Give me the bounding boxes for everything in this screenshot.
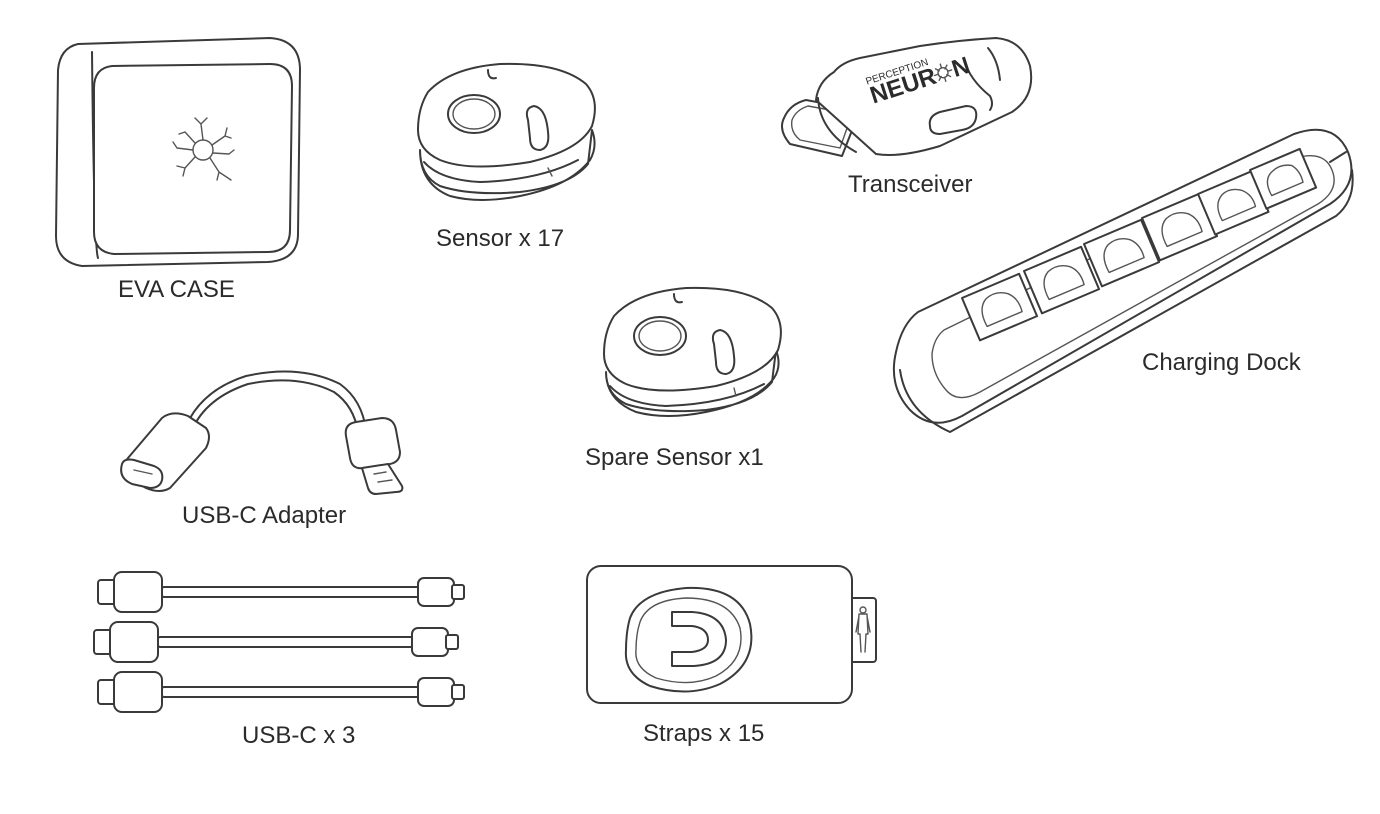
dock-slot [961,272,1039,342]
straps-label: Straps x 15 [643,720,765,747]
dock-slot [1022,245,1101,315]
charging-dock-label: Charging Dock [1142,349,1301,376]
sensor-label: Sensor x 17 [436,225,565,252]
transceiver-illustration: PERCEPTION NEUR N [781,37,1033,157]
eva-case-label: EVA CASE [118,276,235,303]
usbc-cable [97,671,465,713]
usbc-adapter-label: USB-C Adapter [182,502,347,529]
usbc-cables-label: USB-C x 3 [242,722,356,749]
usbc-cables-illustration [93,571,465,713]
spare-sensor-label: Spare Sensor x1 [585,444,764,471]
spare-sensor-illustration [603,286,782,417]
dock-slot [1249,147,1318,210]
human-figure-icon [855,606,871,653]
sensor-illustration [417,62,596,201]
usbc-cable [97,571,465,613]
eva-case-illustration [55,37,301,267]
usbc-adapter-illustration [120,370,404,495]
usbc-cable [93,621,459,663]
neuron-star-icon [933,63,953,82]
dock-slot [1083,218,1161,288]
dock-slots [961,147,1318,342]
straps-illustration [586,565,877,704]
dock-slot [1141,192,1219,262]
charging-dock-illustration [892,128,1354,433]
transceiver-label: Transceiver [848,171,973,198]
neuron-logo-icon [172,117,235,181]
